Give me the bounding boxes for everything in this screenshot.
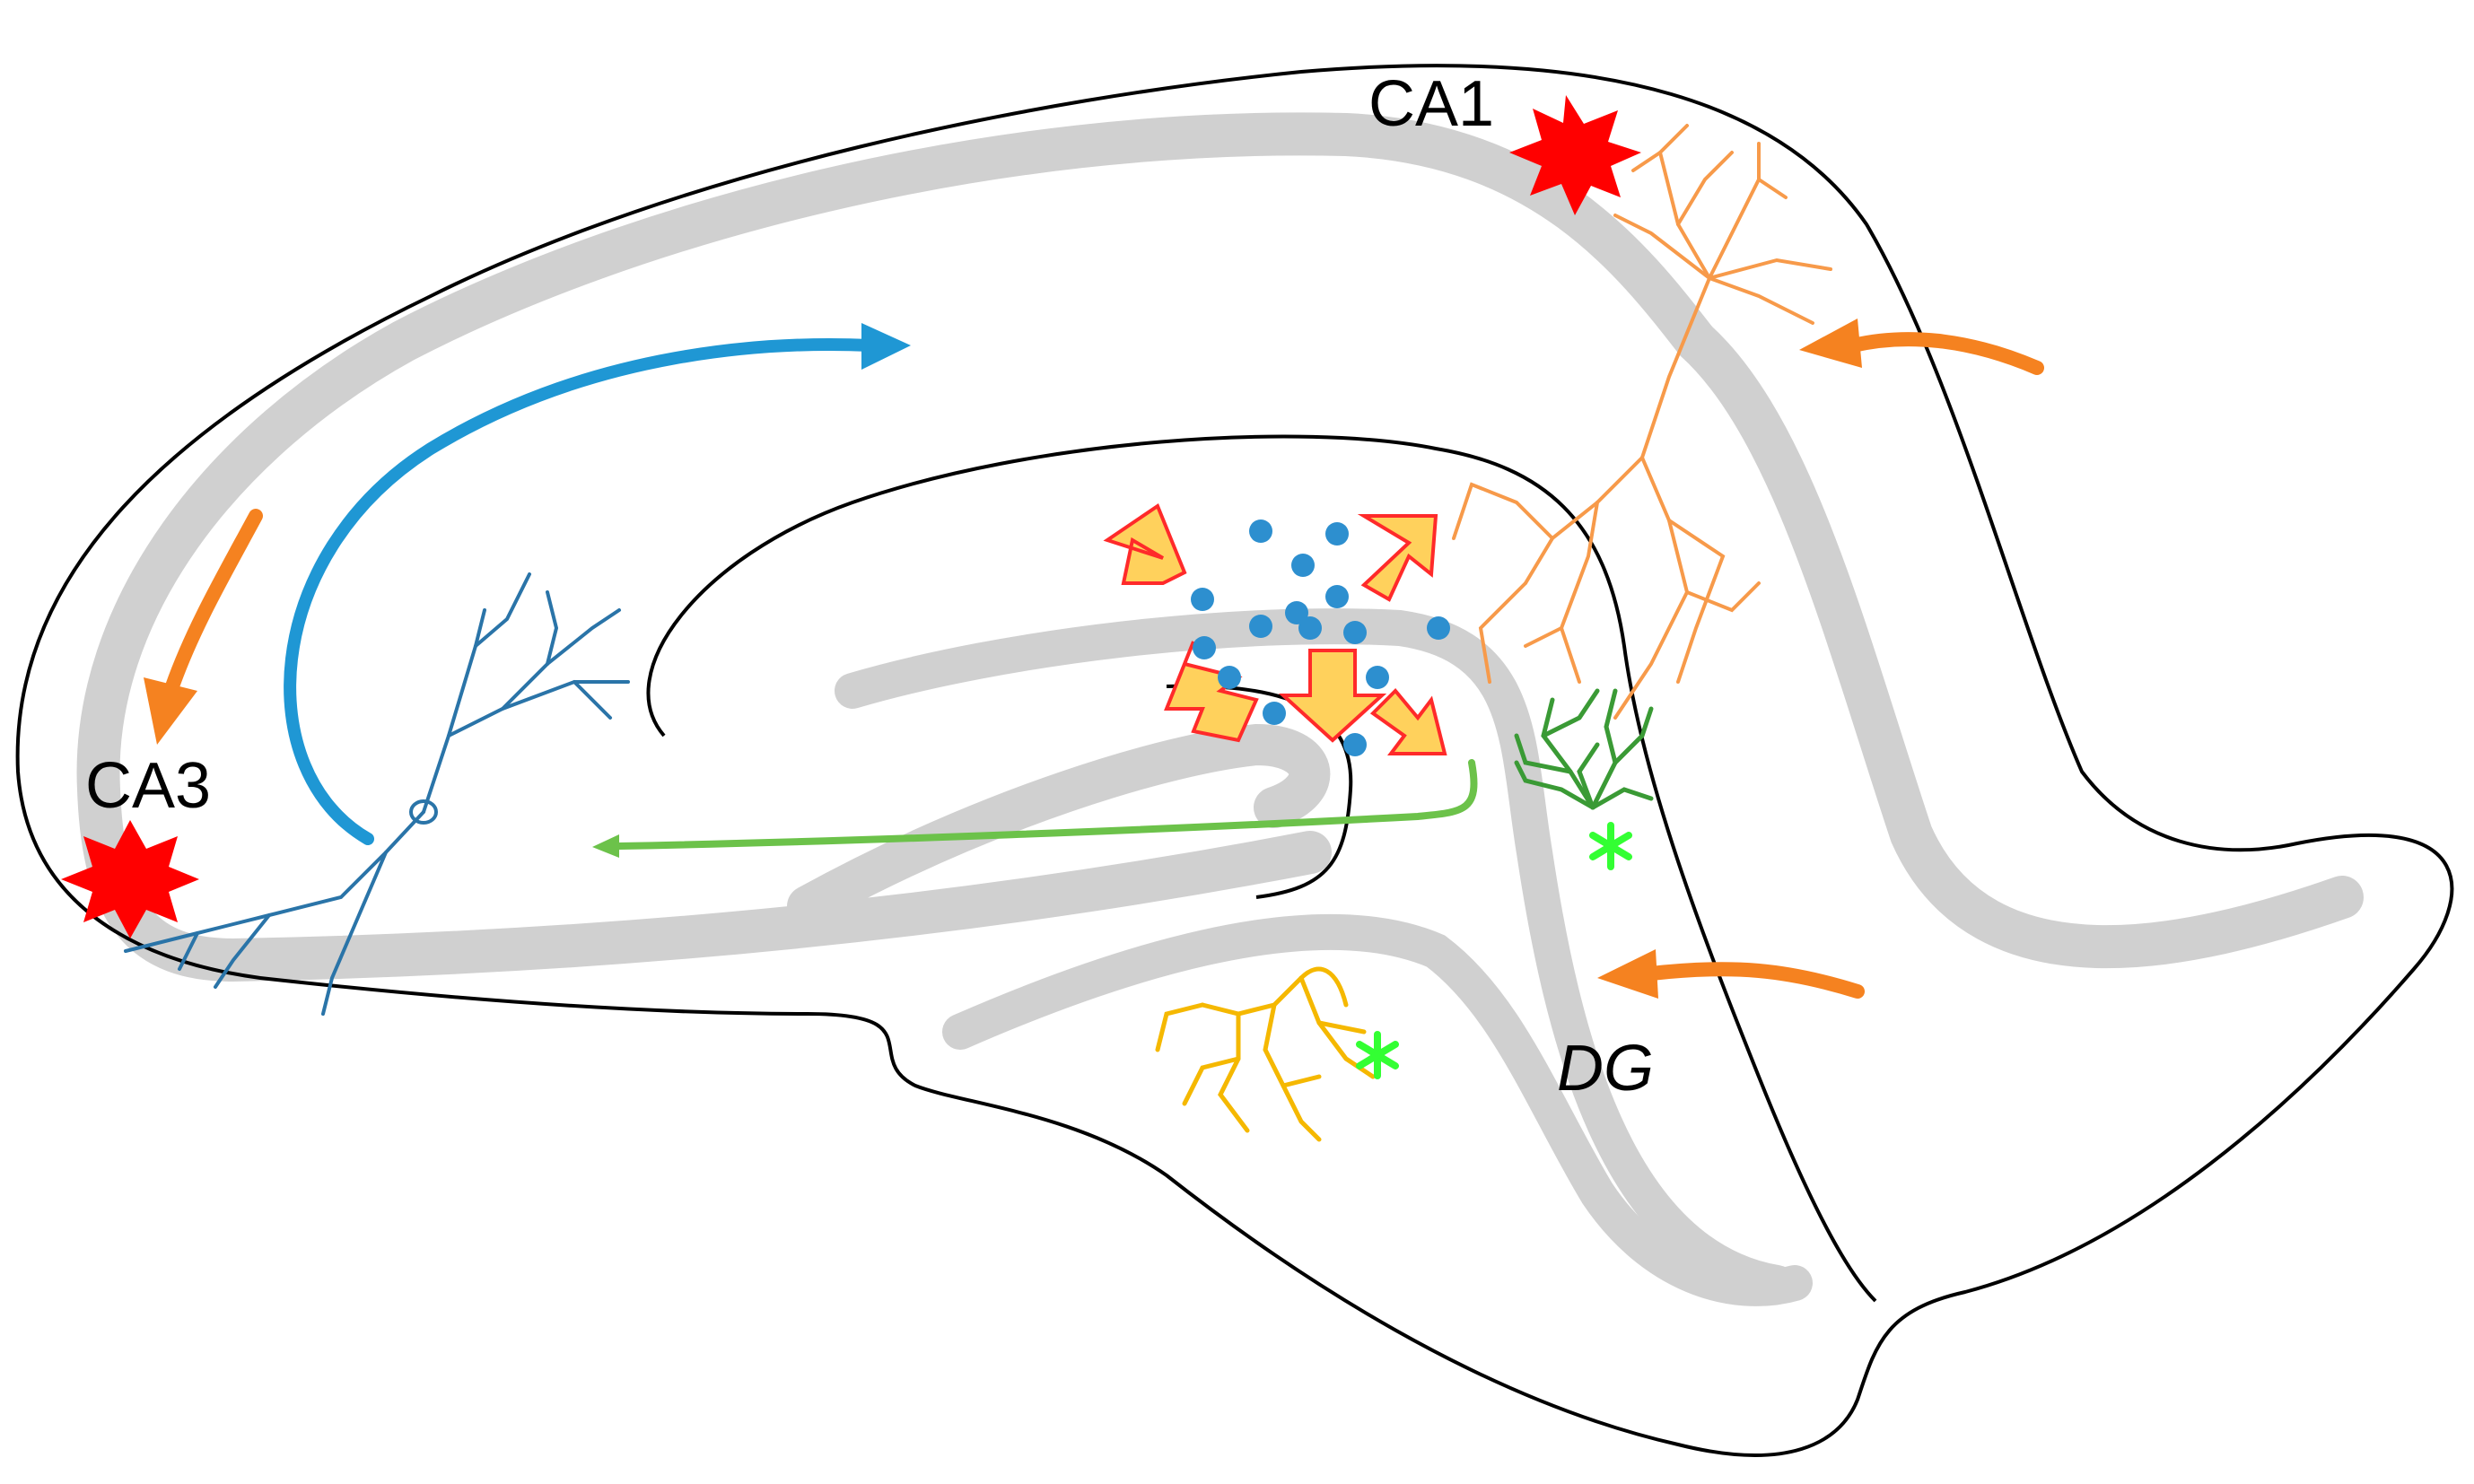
dg-granule-cell xyxy=(1514,688,1654,810)
vesicle xyxy=(1191,588,1214,611)
input-arrow-dg-head xyxy=(1597,949,1658,999)
release-arrow-up-right xyxy=(1357,514,1438,602)
vesicle xyxy=(1325,522,1349,546)
hippocampal-fissure xyxy=(646,434,1877,1303)
ca3-pyramidal-neuron xyxy=(124,572,630,1016)
input-arrow-ca3-head xyxy=(144,677,197,745)
release-arrow-down-right xyxy=(1369,688,1447,755)
vesicle xyxy=(1325,585,1349,608)
vesicle xyxy=(1249,519,1272,543)
vesicle xyxy=(1285,601,1308,624)
vesicle xyxy=(1193,636,1216,659)
vesicle xyxy=(1427,616,1450,640)
release-arrow-down-left xyxy=(1164,641,1259,743)
fissure-inner xyxy=(1166,684,1353,899)
ca1-pyramidal-neuron xyxy=(1452,124,1832,720)
release-arrow-up-left xyxy=(1103,502,1187,585)
vesicles xyxy=(1191,519,1450,756)
vesicle xyxy=(1343,733,1367,756)
input-arrow-ca1-head xyxy=(1799,319,1862,368)
vesicle xyxy=(1366,666,1389,689)
orange-input-arrows xyxy=(144,319,2044,999)
blue-flow-arrow xyxy=(284,323,911,845)
release-arrows xyxy=(1103,502,1447,755)
astrocyte xyxy=(1155,966,1376,1142)
ca3-lesion-icon xyxy=(61,820,199,938)
dg-upper-blade xyxy=(835,608,1795,1301)
pyramidal-layer-arc xyxy=(76,112,1718,982)
vesicle xyxy=(1298,616,1322,640)
vesicle xyxy=(1218,666,1241,689)
mossy-fiber-arrow xyxy=(592,759,1478,858)
inner-boundaries xyxy=(646,434,1877,1303)
input-arrow-ca1 xyxy=(1846,332,2044,375)
vesicle xyxy=(1263,702,1286,725)
dg-label: DG xyxy=(1557,1033,1654,1104)
input-arrow-dg xyxy=(1644,962,1865,999)
green-asterisk-icon xyxy=(1589,822,1632,870)
input-arrow-ca3 xyxy=(165,509,263,694)
ca3-label: CA3 xyxy=(85,750,211,822)
vesicle xyxy=(1249,615,1272,638)
ca1-lesion-icon xyxy=(1509,95,1641,215)
pyramidal-layer xyxy=(1674,319,2364,969)
green-asterisk-icon xyxy=(1356,1031,1399,1079)
dg-lower-blade xyxy=(942,913,1813,1306)
vesicle xyxy=(1291,554,1315,577)
hippocampus-outline xyxy=(15,64,2454,1457)
ca1-label: CA1 xyxy=(1368,68,1494,140)
vesicle xyxy=(1343,621,1367,644)
release-arrow-down xyxy=(1278,649,1387,743)
